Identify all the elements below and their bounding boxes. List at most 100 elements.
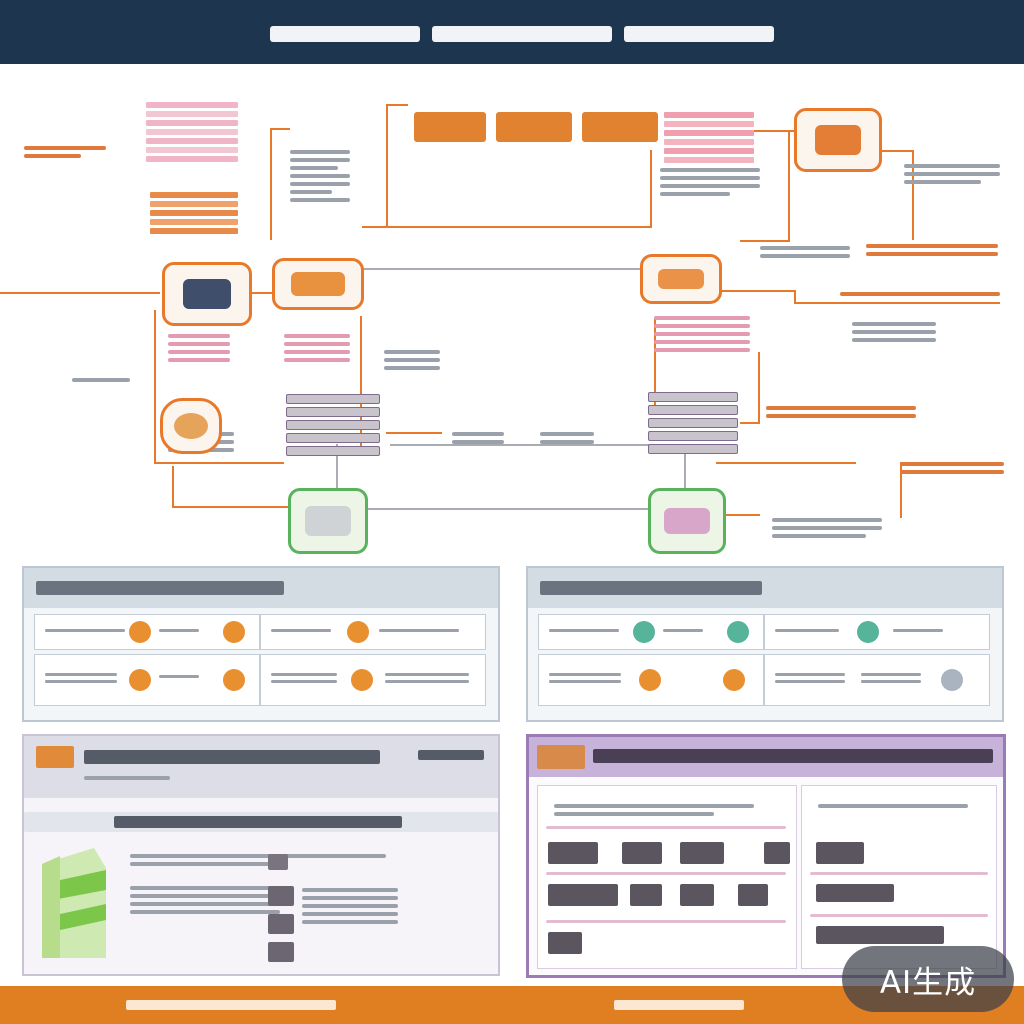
connector-line bbox=[154, 310, 156, 462]
status-dot bbox=[723, 669, 745, 691]
cell-text bbox=[663, 629, 703, 632]
box-text bbox=[554, 804, 754, 816]
diagram-text bbox=[654, 316, 750, 352]
ai-generated-badge: AI生成 bbox=[842, 946, 1014, 1012]
status-dot bbox=[727, 621, 749, 643]
status-dot bbox=[129, 621, 151, 643]
diagram-label bbox=[72, 378, 130, 382]
diagram-text bbox=[772, 518, 882, 538]
diagram-label bbox=[840, 292, 1000, 296]
box-value bbox=[622, 842, 662, 864]
status-dot bbox=[941, 669, 963, 691]
connector-line bbox=[172, 506, 288, 508]
grid-cell bbox=[260, 614, 486, 650]
panel-title bbox=[36, 581, 284, 595]
connector-line bbox=[360, 268, 650, 270]
cell-text bbox=[45, 629, 125, 632]
server-stack-icon bbox=[648, 392, 738, 454]
diagram-text bbox=[660, 168, 760, 196]
rack-block bbox=[150, 192, 238, 234]
grid-cell bbox=[260, 654, 486, 706]
diagram-text bbox=[284, 334, 350, 362]
footer-text bbox=[126, 1000, 336, 1010]
grid-cell bbox=[764, 614, 990, 650]
connector-line bbox=[362, 226, 652, 228]
connector-line bbox=[386, 432, 442, 434]
panel-header bbox=[528, 568, 1002, 608]
connector-line bbox=[172, 466, 174, 508]
diagram-text bbox=[760, 246, 850, 258]
page-title-segment bbox=[624, 26, 774, 42]
box-text bbox=[818, 804, 968, 808]
status-dot bbox=[639, 669, 661, 691]
connector-line bbox=[900, 462, 902, 518]
connector-line bbox=[758, 352, 760, 424]
connector-line bbox=[740, 240, 790, 242]
diagram-text bbox=[852, 322, 936, 342]
box-value bbox=[548, 842, 598, 864]
connector-line bbox=[336, 444, 338, 490]
panel-badge bbox=[537, 745, 585, 769]
box-value bbox=[738, 884, 768, 906]
grid-cell bbox=[34, 614, 260, 650]
connector-line bbox=[154, 462, 284, 464]
connector-line bbox=[878, 150, 914, 152]
server-stack-icon bbox=[286, 394, 380, 456]
box-value bbox=[680, 884, 714, 906]
status-dot bbox=[351, 669, 373, 691]
diagram-text bbox=[904, 164, 1000, 184]
divider bbox=[810, 872, 988, 875]
building-icon bbox=[42, 848, 106, 958]
content-box bbox=[537, 785, 797, 969]
cell-text bbox=[159, 629, 199, 632]
connector-line bbox=[248, 292, 274, 294]
connector-line bbox=[0, 292, 160, 294]
divider bbox=[546, 826, 786, 829]
cell-text bbox=[861, 673, 921, 683]
connector-line bbox=[654, 318, 656, 414]
panel-title bbox=[84, 750, 380, 764]
laptop-icon bbox=[288, 488, 368, 554]
panel-text bbox=[130, 854, 386, 866]
grid-cell bbox=[538, 654, 764, 706]
box-value bbox=[680, 842, 724, 864]
panel-header bbox=[24, 568, 498, 608]
laptop-icon bbox=[648, 488, 726, 554]
divider bbox=[810, 914, 988, 917]
cell-text bbox=[385, 673, 469, 683]
panel-subtitle bbox=[84, 776, 170, 780]
connector-line bbox=[794, 302, 1000, 304]
cell-text bbox=[379, 629, 459, 632]
box-value bbox=[816, 842, 864, 864]
box-value bbox=[816, 926, 944, 944]
row-marker bbox=[268, 854, 288, 870]
box-value bbox=[548, 932, 582, 954]
box-value bbox=[548, 884, 618, 906]
grid-cell bbox=[34, 654, 260, 706]
cloud-icon bbox=[160, 398, 222, 454]
router-icon bbox=[794, 108, 882, 172]
connector-line bbox=[716, 290, 796, 292]
diagram-text bbox=[168, 334, 230, 362]
panel-header bbox=[529, 737, 1003, 777]
status-dot bbox=[857, 621, 879, 643]
diagram-heading-segment bbox=[582, 112, 658, 142]
row-marker bbox=[268, 914, 294, 934]
status-dot bbox=[633, 621, 655, 643]
box-value bbox=[764, 842, 790, 864]
connector-line bbox=[390, 444, 650, 446]
page-header bbox=[0, 0, 1024, 64]
rack-block bbox=[146, 102, 238, 162]
footer-text bbox=[614, 1000, 744, 1010]
cell-text bbox=[45, 673, 117, 683]
cell-text bbox=[271, 673, 337, 683]
router-icon bbox=[272, 258, 364, 310]
box-value bbox=[816, 884, 894, 902]
panel-title-aside bbox=[418, 750, 484, 760]
page-title-segment bbox=[270, 26, 420, 42]
connector-line bbox=[360, 316, 362, 446]
status-dot bbox=[223, 669, 245, 691]
diagram-text bbox=[452, 432, 504, 444]
connector-line bbox=[386, 104, 388, 228]
panel-text bbox=[130, 886, 280, 914]
